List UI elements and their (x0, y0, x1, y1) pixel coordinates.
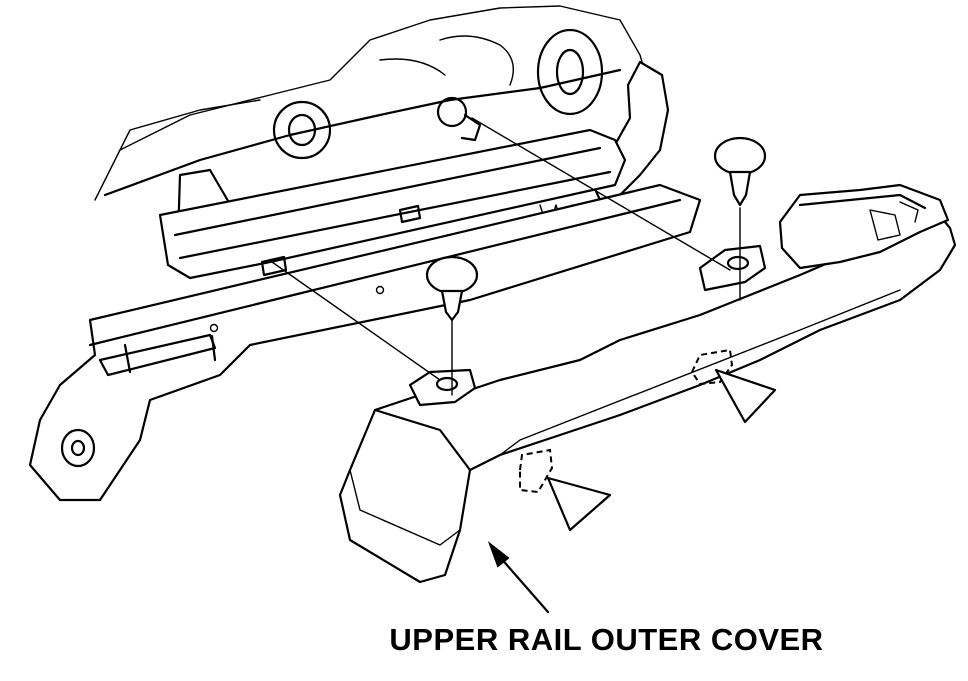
callout-label: UPPER RAIL OUTER COVER (389, 622, 824, 657)
clip-rear (713, 136, 767, 207)
assembly-lines (271, 117, 741, 396)
lower-rail (28, 183, 702, 502)
clip-front (425, 255, 479, 322)
outer-cover (338, 183, 957, 614)
